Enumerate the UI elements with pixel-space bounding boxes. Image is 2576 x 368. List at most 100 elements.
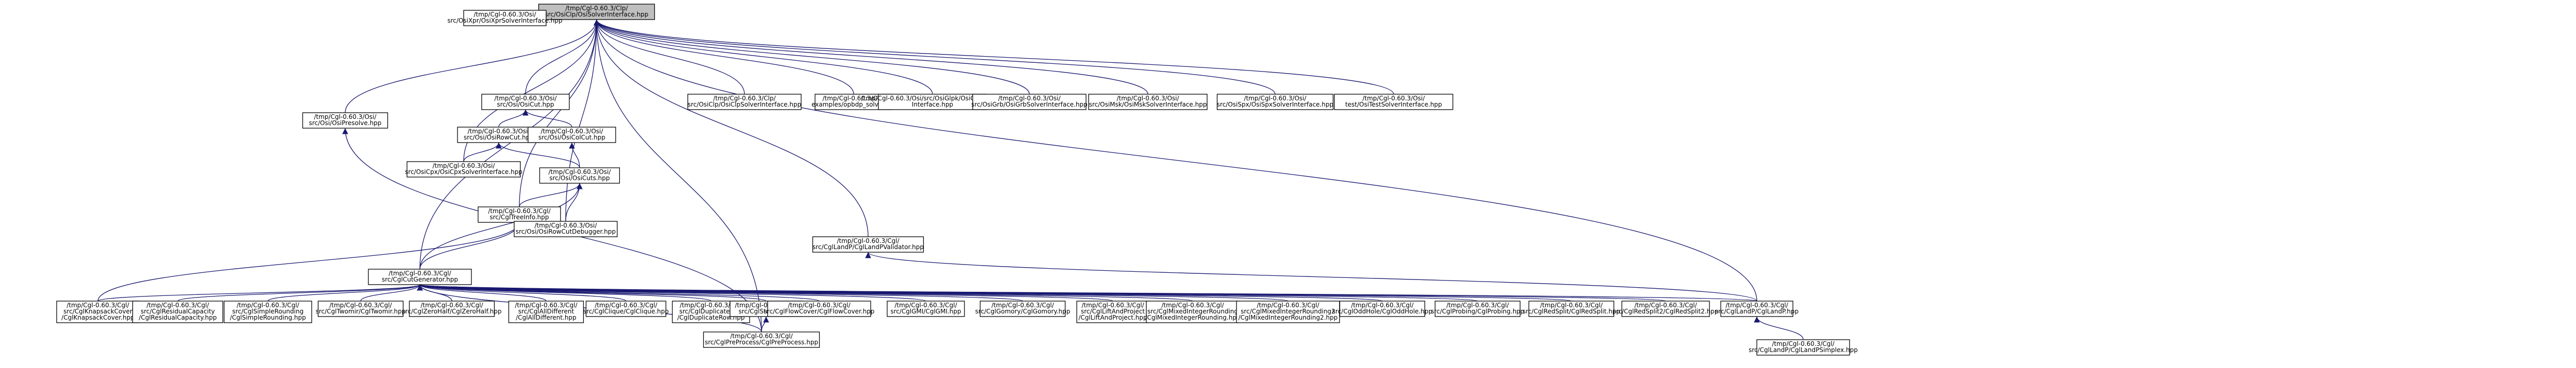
node-label-line: /tmp/Cgl-0.60.3/Osi/	[314, 113, 377, 120]
edge-c_landp-to-cglcutgen	[418, 284, 1757, 302]
node-label-line: src/OsiXpr/OsiXprSolverInterface.hpp	[447, 17, 562, 24]
node-box	[317, 301, 404, 317]
node-label-line: /tmp/Cgl-0.60.3/Cgl/	[329, 302, 392, 309]
node-box	[1088, 94, 1208, 110]
node-c_odd[interactable]: /tmp/Cgl-0.60.3/Cgl/src/CglOddHole/CglOd…	[1332, 301, 1432, 317]
edge-osicut-to-osisolver	[525, 19, 600, 95]
nodes-layer: /tmp/Cgl-0.60.3/Clp/src/OsiClp/OsiSolver…	[56, 4, 1858, 356]
edge-c_allDiff-to-cglcutgen	[417, 284, 547, 302]
node-c_probing[interactable]: /tmp/Cgl-0.60.3/Cgl/src/CglProbing/CglPr…	[1431, 301, 1524, 317]
node-label-line: src/CglRedSplit/CglRedSplit.hpp	[1522, 308, 1620, 315]
edge-cglcutgen-to-osisolver	[419, 19, 600, 270]
node-c_gomory[interactable]: /tmp/Cgl-0.60.3/Cgl/src/CglGomory/CglGom…	[975, 301, 1071, 317]
node-label-line: /tmp/Cgl-0.60.3/Cgl/	[680, 302, 742, 309]
edge-c_simple-to-cglcutgen	[267, 284, 423, 302]
node-box	[1756, 339, 1850, 356]
node-osicpxi[interactable]: /tmp/Cgl-0.60.3/Osi/src/OsiCpx/OsiCpxSol…	[405, 161, 522, 178]
edge-c_residual-to-cglcutgen	[177, 284, 423, 302]
node-box	[1720, 301, 1793, 317]
edge-c_preprocess-to-c_stored	[761, 316, 769, 332]
node-c_allDiff[interactable]: /tmp/Cgl-0.60.3/Cgl/src/CglAllDifferent/…	[508, 301, 584, 323]
node-c_redsplit[interactable]: /tmp/Cgl-0.60.3/Cgl/src/CglRedSplit/CglR…	[1522, 301, 1620, 317]
node-box	[878, 94, 987, 110]
node-label-line: /tmp/Cgl-0.60.3/Cgl/	[66, 302, 129, 309]
node-box	[767, 301, 871, 317]
node-box	[585, 301, 667, 317]
node-label-line: src/CglGMI/CglGMI.hpp	[890, 308, 961, 315]
edge-c_flow-to-cglcutgen	[417, 284, 820, 302]
node-osirowcut[interactable]: /tmp/Cgl-0.60.3/Osi/src/Osi/OsiRowCut.hp…	[457, 127, 540, 143]
node-label-line: src/CglDuplicateRow	[679, 308, 742, 315]
node-c_knapsack[interactable]: /tmp/Cgl-0.60.3/Cgl/src/CglKnapsackCover…	[56, 301, 140, 323]
node-c_flow[interactable]: /tmp/Cgl-0.60.3/Cgl/src/CglFlowCover/Cgl…	[764, 301, 875, 317]
node-osirowcutdbg[interactable]: /tmp/Cgl-0.60.3/Osi/src/Osi/OsiRowCutDeb…	[514, 221, 618, 237]
node-label-line: /tmp/Cgl-0.60.3/Cgl/	[788, 302, 851, 309]
node-box	[463, 10, 547, 26]
node-box	[406, 161, 521, 178]
node-label-line: examples/opbdp_solve.hpp	[811, 101, 896, 108]
edge-cgltreeinfo-to-osisolver	[519, 19, 600, 207]
node-osicuts[interactable]: /tmp/Cgl-0.60.3/Osi/src/Osi/OsiCuts.hpp	[539, 167, 620, 184]
node-osigrb[interactable]: /tmp/Cgl-0.60.3/Osi/src/OsiGlpk/OsiGlpkS…	[861, 94, 1004, 110]
node-c_zero[interactable]: /tmp/Cgl-0.60.3/Cgl/src/CglZeroHalf/CglZ…	[402, 301, 502, 317]
node-label-line: src/Osi/OsiRowCut.hpp	[464, 134, 534, 141]
node-box	[1076, 301, 1149, 323]
node-osipresolve[interactable]: /tmp/Cgl-0.60.3/Osi/src/Osi/OsiPresolve.…	[302, 112, 388, 129]
node-box	[409, 301, 495, 317]
node-label-line: src/CglMixedIntegerRounding	[1147, 308, 1238, 315]
node-box	[528, 127, 616, 143]
edge-osicpx-to-osisolver	[594, 19, 745, 95]
node-c_mir2[interactable]: /tmp/Cgl-0.60.3/Cgl/src/CglMixedIntegerR…	[1236, 301, 1340, 323]
node-label-line: /tmp/Cgl-0.60.3/Cgl/	[236, 302, 299, 309]
node-label-line: src/CglTwomir/CglTwomir.hpp	[316, 308, 406, 315]
node-c_lift[interactable]: /tmp/Cgl-0.60.3/Cgl/src/CglLiftAndProjec…	[1076, 301, 1149, 323]
node-osicolcut[interactable]: /tmp/Cgl-0.60.3/Osi/src/Osi/OsiColCut.hp…	[528, 127, 616, 143]
node-c_preprocess[interactable]: /tmp/Cgl-0.60.3/Cgl/src/CglPreProcess/Cg…	[703, 331, 820, 348]
node-c_duprow[interactable]: /tmp/Cgl-0.60.3/Cgl/src/CglDuplicateRow/…	[672, 301, 750, 323]
edge-osirowcutdbg-to-osisolver	[565, 19, 600, 222]
node-c_clique[interactable]: /tmp/Cgl-0.60.3/Cgl/src/CglClique/CglCli…	[583, 301, 669, 317]
node-c_gmi[interactable]: /tmp/Cgl-0.60.3/Cgl/src/CglGMI/CglGMI.hp…	[887, 301, 965, 317]
node-cgltreeinfo[interactable]: /tmp/Cgl-0.60.3/Cgl/src/CglTreeInfo.hpp	[478, 206, 561, 223]
node-cglvalidator[interactable]: /tmp/Cgl-0.60.3/Cgl/src/CglLandP/CglLand…	[812, 236, 924, 253]
node-cglcutgen[interactable]: /tmp/Cgl-0.60.3/Cgl/src/CglCutGenerator.…	[368, 269, 472, 285]
edge-c_knapsack-to-cgltreeinfo	[97, 222, 522, 302]
node-c_residual[interactable]: /tmp/Cgl-0.60.3/Cgl/src/CglResidualCapac…	[132, 301, 224, 323]
node-osicpx[interactable]: /tmp/Cgl-0.60.3/Clp/src/OsiClp/OsiClpSol…	[687, 94, 802, 110]
node-label-line: /tmp/Cgl-0.60.3/Osi/	[822, 95, 885, 102]
node-osicut[interactable]: /tmp/Cgl-0.60.3/Osi/src/Osi/OsiCut.hpp	[481, 94, 570, 110]
node-ositest[interactable]: /tmp/Cgl-0.60.3/Osi/test/OsiTestSolverIn…	[1334, 94, 1453, 110]
node-box	[687, 94, 802, 110]
node-label-line: src/CglRedSplit2/CglRedSplit2.hpp	[1613, 308, 1718, 315]
node-c_simplex[interactable]: /tmp/Cgl-0.60.3/Cgl/src/CglLandP/CglLand…	[1749, 339, 1858, 356]
node-label-line: /tmp/Cgl-0.60.3/Clp/	[565, 5, 628, 12]
edge-c_landp-to-cglvalidator	[865, 252, 1757, 302]
node-label-line: /tmp/Cgl-0.60.3/Osi/	[1116, 95, 1179, 102]
node-osispx[interactable]: /tmp/Cgl-0.60.3/Osi/src/OsiSpx/OsiSpxSol…	[1217, 94, 1333, 110]
node-osisolver[interactable]: /tmp/Cgl-0.60.3/Clp/src/OsiClp/OsiSolver…	[538, 4, 655, 20]
node-c_mir[interactable]: /tmp/Cgl-0.60.3/Cgl/src/CglMixedIntegerR…	[1145, 301, 1241, 323]
node-c_twomir[interactable]: /tmp/Cgl-0.60.3/Cgl/src/CglTwomir/CglTwo…	[316, 301, 406, 317]
node-c_landp[interactable]: /tmp/Cgl-0.60.3/Cgl/src/CglLandP/CglLand…	[1715, 301, 1799, 317]
node-label-line: src/CglClique/CglClique.hpp	[583, 308, 669, 315]
edge-c_simplex-to-c_landp	[1754, 316, 1804, 340]
node-osigrbi[interactable]: /tmp/Cgl-0.60.3/Osi/src/OsiGrb/OsiGrbSol…	[971, 94, 1088, 110]
node-label-line: src/OsiGrb/OsiGrbSolverInterface.hpp	[971, 101, 1087, 108]
node-label-line: /tmp/Cgl-0.60.3/Cgl/	[1351, 302, 1414, 309]
node-c_simple[interactable]: /tmp/Cgl-0.60.3/Cgl/src/CglSimpleRoundin…	[224, 301, 312, 323]
node-label-line: src/CglProbing/CglProbing.hpp	[1431, 308, 1524, 315]
node-label-line: /tmp/Cgl-0.60.3/Osi/	[540, 128, 603, 135]
node-box	[979, 301, 1066, 317]
edge-cglvalidator-to-osisolver	[594, 19, 869, 237]
node-label-line: /tmp/Cgl-0.60.3/Clp/	[713, 95, 776, 102]
node-label-line: src/CglGomory/CglGomory.hpp	[975, 308, 1071, 315]
node-osimsk[interactable]: /tmp/Cgl-0.60.3/Osi/src/OsiMsk/OsiMskSol…	[1088, 94, 1208, 110]
node-osixpr[interactable]: /tmp/Cgl-0.60.3/Osi/src/OsiXpr/OsiXprSol…	[447, 10, 563, 26]
node-label-line: /tmp/Cgl-0.60.3/Osi/	[1244, 95, 1307, 102]
node-c_redsplit2[interactable]: /tmp/Cgl-0.60.3/Cgl/src/CglRedSplit2/Cgl…	[1613, 301, 1719, 317]
node-label-line: /tmp/Cgl-0.60.3/Osi/	[473, 11, 536, 18]
edge-osirowcut-to-osicut	[498, 109, 529, 128]
node-label-line: src/CglOddHole/CglOddHole.hpp	[1332, 308, 1432, 315]
node-label-line: /tmp/Cgl-0.60.3/Cgl/	[388, 270, 451, 277]
